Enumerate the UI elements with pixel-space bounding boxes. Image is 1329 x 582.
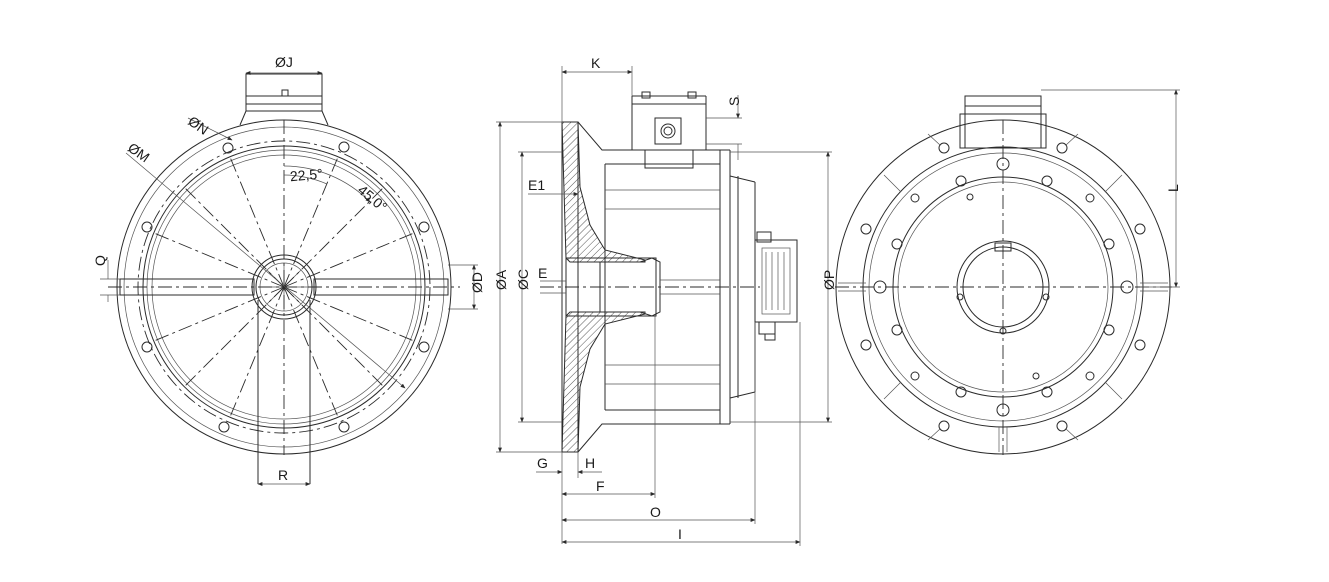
rear-inner-holes xyxy=(891,175,1115,398)
label-angle-45: 45,0° xyxy=(355,182,390,215)
label-a: ØA xyxy=(493,269,509,290)
label-o: O xyxy=(650,504,661,520)
label-d: ØD xyxy=(469,272,485,293)
rear-view: L xyxy=(835,89,1181,455)
radial-dashes xyxy=(153,156,415,418)
label-r: R xyxy=(278,467,288,483)
label-s: S xyxy=(726,97,742,106)
label-i: I xyxy=(678,526,682,542)
label-j: ØJ xyxy=(275,54,293,70)
rear-encoder xyxy=(754,231,798,341)
label-c: ØC xyxy=(515,269,531,290)
label-n: ØN xyxy=(185,113,211,138)
label-g: G xyxy=(537,455,548,471)
front-bolt-holes xyxy=(141,141,430,433)
label-p: ØP xyxy=(821,270,837,290)
label-q: Q xyxy=(92,255,108,266)
label-e: E xyxy=(538,265,547,281)
label-k: K xyxy=(591,55,601,71)
label-angle-22: 22,5° xyxy=(289,165,323,184)
label-h: H xyxy=(585,455,595,471)
label-e1: E1 xyxy=(528,177,545,193)
front-view: ØJ ØN ØM 22,5° 45,0° Q ØD R xyxy=(92,54,485,486)
label-l: L xyxy=(1165,184,1181,192)
side-view: K S E1 E ØA ØC ØP G H F O I xyxy=(493,55,837,546)
rear-flange-notches xyxy=(838,133,1168,452)
label-f: F xyxy=(596,478,605,494)
rear-outer-holes xyxy=(860,142,1146,432)
label-m: ØM xyxy=(125,139,153,165)
